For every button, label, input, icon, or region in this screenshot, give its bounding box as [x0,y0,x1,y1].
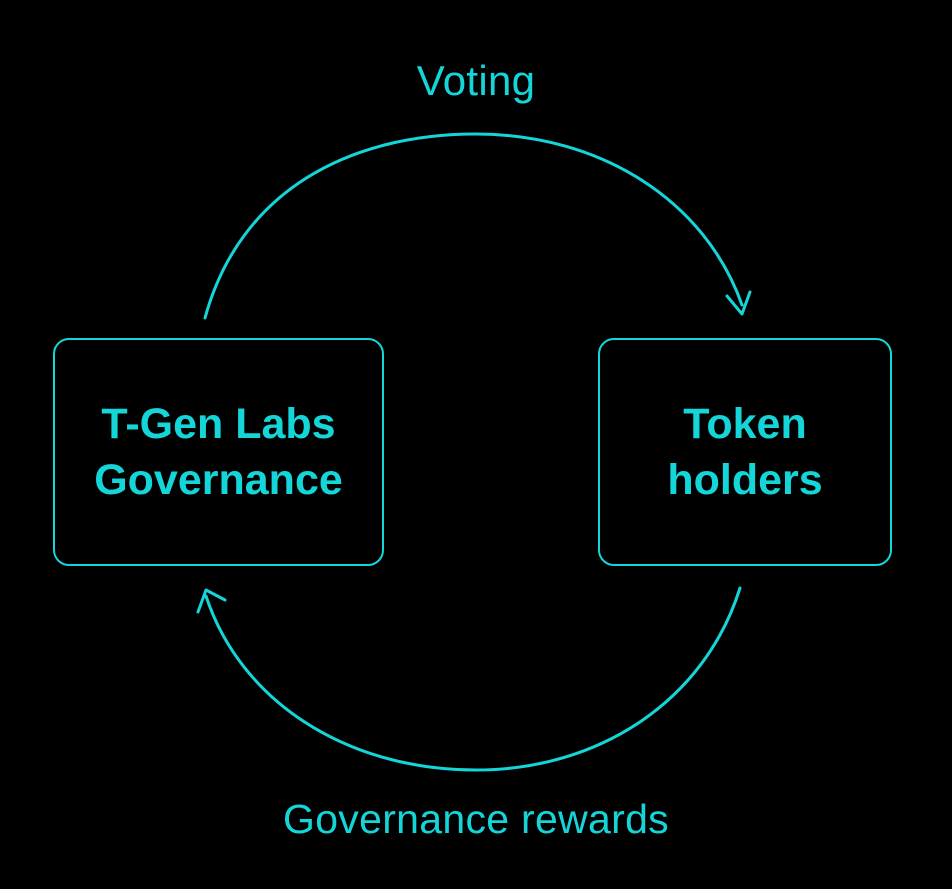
voting-arrowhead [725,290,752,316]
node-tgen-labs-governance: T-Gen Labs Governance [53,338,384,566]
node-holders-line1: Token [683,400,807,448]
node-governance-line1: T-Gen Labs [101,400,336,448]
rewards-arrow [204,586,742,772]
governance-rewards-label: Governance rewards [283,796,669,842]
voting-arrow [203,132,744,320]
node-governance-line2: Governance [94,456,343,504]
rewards-arrowhead [196,588,227,614]
node-token-holders: Token holders [598,338,892,566]
voting-label: Voting [416,57,536,104]
node-holders-line2: holders [667,456,823,504]
